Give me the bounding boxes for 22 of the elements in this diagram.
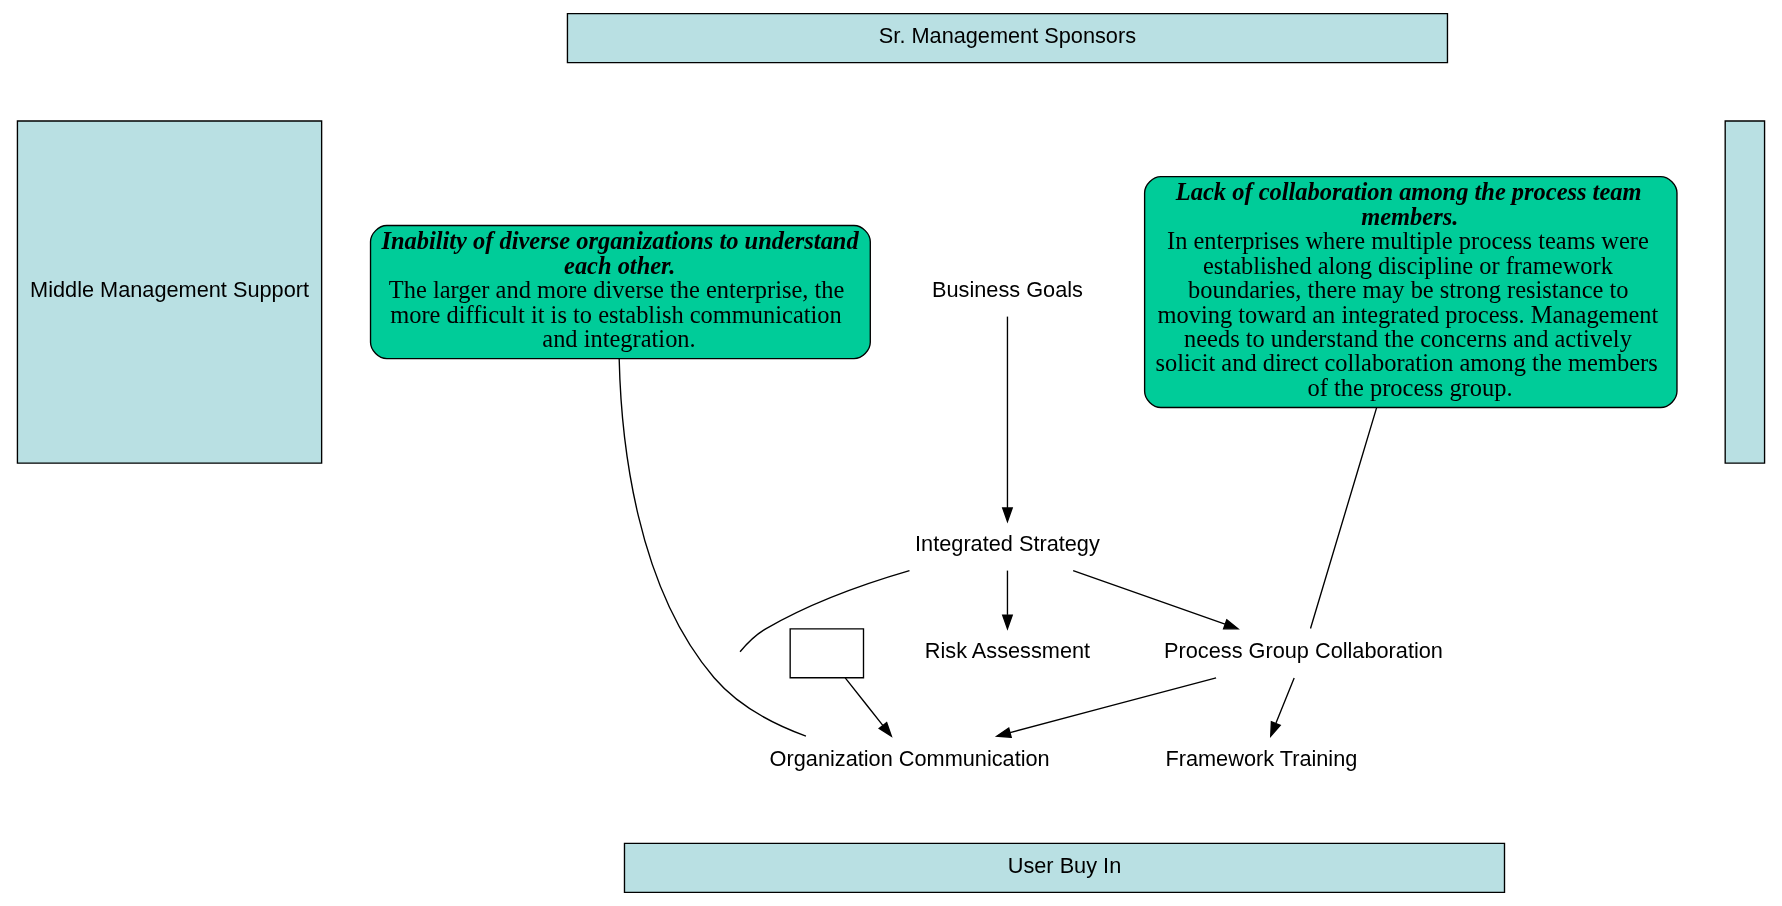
node-text: Integrated Strategy [915,531,1100,557]
connector [1309,407,1378,630]
node-text: Organization Communication [769,745,1050,771]
arrow [1072,569,1240,630]
connector [618,358,807,737]
arrow [1001,315,1014,524]
node-box: Middle Management Support [16,120,323,464]
node-box: Inability of diverse organizations to understand each other. The larger and more diverse the enterprise, the more difficult it is to establish communication and integration. [369,224,871,360]
node-text: Framework Training [1165,745,1358,771]
node-box: User Buy In [623,842,1506,893]
node-text: Business Goals [932,277,1083,303]
node-box: Sr. Management Sponsors [566,13,1449,64]
arrow [1001,569,1014,631]
connector [739,569,911,653]
node-bar [1724,120,1766,464]
arrow [1269,677,1295,738]
node-box: Lack of collaboration among the process team members. In enterprises where multiple process teams were established along discipline or framework boundaries, there may be strong resistance to moving toward an integrated process. Management needs to understand the concerns and actively solicit and direct collaboration among the members of the process group. [1143,175,1678,409]
arrow [844,677,893,738]
node-text: Process Group Collaboration [1164,638,1443,664]
arrow [994,677,1217,738]
node-text: Risk Assessment [924,638,1091,664]
node-box [789,628,865,679]
